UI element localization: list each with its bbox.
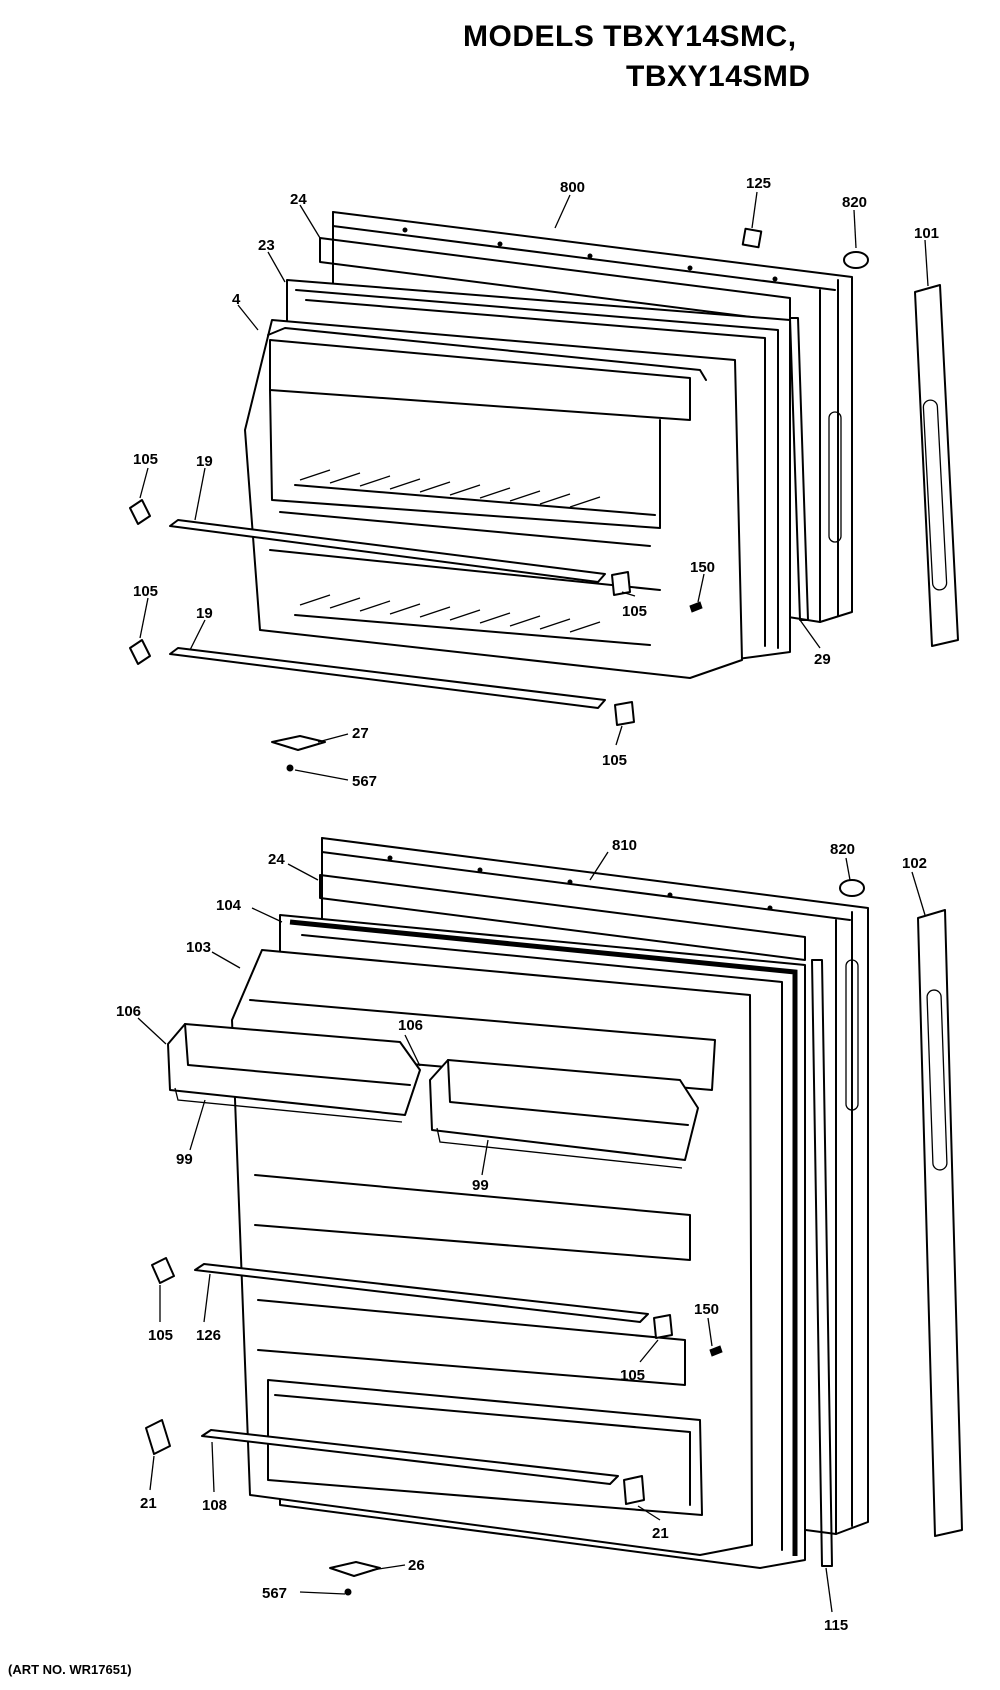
- callout-fresh-food-104: 104: [216, 897, 242, 914]
- callout-fresh-food-567: 567: [262, 1585, 287, 1602]
- callout-fresh-food-810: 810: [612, 837, 637, 854]
- callout-freezer-101: 101: [914, 225, 939, 242]
- callout-freezer-105-right-lower: 105: [602, 752, 627, 769]
- fresh-food-shelf-clip-right-lower: [623, 1475, 645, 1505]
- callout-fresh-food-126: 126: [196, 1327, 221, 1344]
- fresh-food-leader-lines: [137, 851, 926, 1613]
- callout-fresh-food-115: 115: [824, 1617, 848, 1634]
- callout-fresh-food-26: 26: [408, 1557, 425, 1574]
- freezer-screw-567: [286, 764, 294, 772]
- fresh-food-bracket-26: [329, 1561, 381, 1577]
- callout-fresh-food-24: 24: [268, 851, 285, 868]
- fresh-food-gasket-strip: [319, 874, 806, 961]
- freezer-screw-150: [689, 601, 703, 613]
- callout-freezer-800: 800: [560, 179, 585, 196]
- art-number: (ART NO. WR17651): [8, 1662, 132, 1677]
- callout-freezer-4: 4: [232, 291, 241, 308]
- fresh-food-shelf-bar-upper: [194, 1263, 649, 1323]
- callout-freezer-567: 567: [352, 773, 377, 790]
- freezer-shelf-clip-left-upper: [129, 499, 151, 525]
- fresh-food-shelf-clip-right-upper: [653, 1314, 673, 1339]
- callout-freezer-19-lower: 19: [196, 605, 213, 622]
- callout-freezer-105-right-upper: 105: [622, 603, 647, 620]
- callout-freezer-105-left-upper: 105: [133, 451, 158, 468]
- callout-freezer-29: 29: [814, 651, 831, 668]
- freezer-bracket-27: [271, 735, 326, 751]
- freezer-shelf-clip-right-lower: [614, 701, 635, 726]
- callout-freezer-24: 24: [290, 191, 307, 208]
- freezer-shelf-bar-upper: [169, 519, 606, 583]
- fresh-food-door-handle-trim: [917, 909, 963, 1537]
- freezer-part-820-plug: [843, 251, 869, 269]
- fresh-food-shelf-clip-left-lower: [145, 1419, 171, 1455]
- callout-fresh-food-105-left: 105: [148, 1327, 173, 1344]
- diagram-title-models: MODELS TBXY14SMC,: [463, 20, 797, 53]
- fresh-food-shelf-bar-lower: [201, 1429, 619, 1485]
- callout-fresh-food-150: 150: [694, 1301, 719, 1318]
- callout-fresh-food-106-right: 106: [398, 1017, 423, 1034]
- freezer-door-liner: [244, 319, 743, 679]
- freezer-shelf-clip-left-lower: [129, 639, 151, 665]
- freezer-leader-lines: [139, 191, 929, 781]
- fresh-food-strip-115: [811, 959, 833, 1567]
- freezer-shelf-clip-right-upper: [611, 571, 631, 596]
- fresh-food-screw-150: [709, 1345, 723, 1357]
- callout-fresh-food-21-right: 21: [652, 1525, 669, 1542]
- fresh-food-door-assembly: 810 820 102 24 104 103 106 106 99 99 105…: [116, 837, 963, 1634]
- fresh-food-shelf-clip-left-upper: [151, 1257, 175, 1284]
- fresh-food-door-bin-right: [429, 1059, 699, 1169]
- callout-fresh-food-99-right: 99: [472, 1177, 489, 1194]
- callout-fresh-food-820: 820: [830, 841, 855, 858]
- freezer-door-handle-trim: [914, 284, 959, 647]
- fresh-food-part-820-plug: [839, 879, 865, 897]
- callout-freezer-105-left-lower: 105: [133, 583, 158, 600]
- freezer-shelf-bar-lower: [169, 647, 606, 709]
- freezer-part-125-block: [741, 227, 763, 249]
- diagram-title-model-2: TBXY14SMD: [626, 60, 811, 93]
- callout-fresh-food-21-left: 21: [140, 1495, 157, 1512]
- callout-freezer-27: 27: [352, 725, 369, 742]
- freezer-strip-29: [789, 317, 809, 621]
- callout-fresh-food-99-left: 99: [176, 1151, 193, 1168]
- callout-fresh-food-105-right: 105: [620, 1367, 645, 1384]
- callout-freezer-820: 820: [842, 194, 867, 211]
- callout-fresh-food-108: 108: [202, 1497, 227, 1514]
- fresh-food-door-bin-left: [167, 1023, 421, 1123]
- fresh-food-screw-567: [344, 1588, 352, 1596]
- callout-freezer-125: 125: [746, 175, 771, 192]
- callout-freezer-150: 150: [690, 559, 715, 576]
- callout-fresh-food-103: 103: [186, 939, 211, 956]
- callout-freezer-19-upper: 19: [196, 453, 213, 470]
- callout-fresh-food-106-left: 106: [116, 1003, 141, 1020]
- callout-fresh-food-102: 102: [902, 855, 927, 872]
- callout-freezer-23: 23: [258, 237, 275, 254]
- freezer-door-assembly: 800 125 820 101 24 23 4 105 19 105 19 10…: [129, 175, 959, 790]
